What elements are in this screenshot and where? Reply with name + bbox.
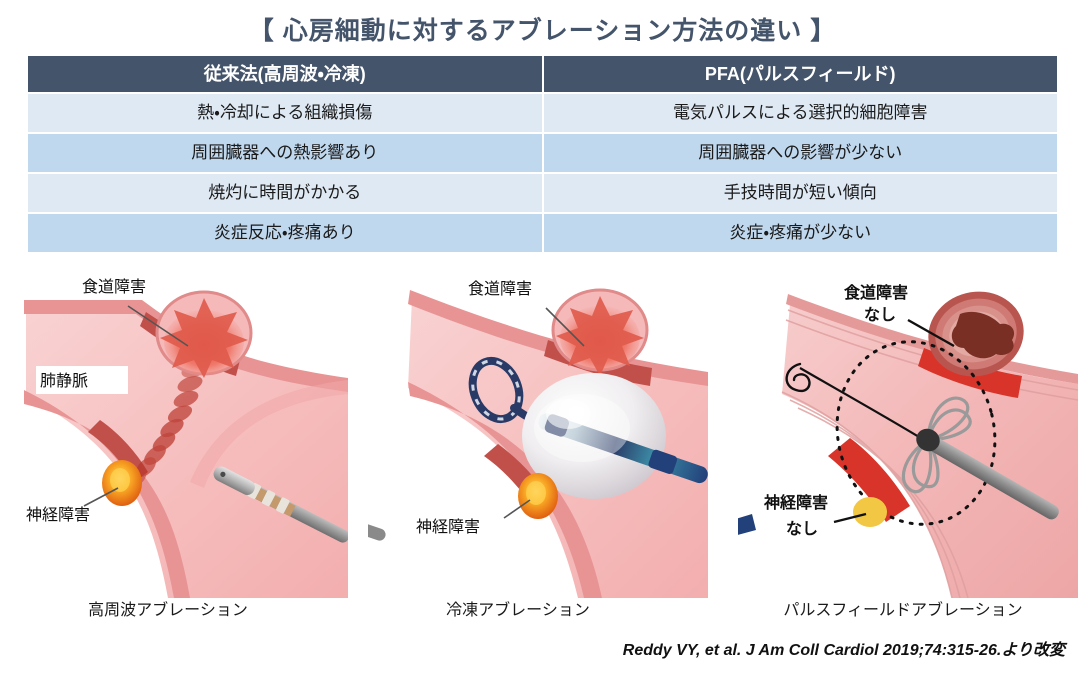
table-row: 周囲臓器への熱影響あり 周囲臓器への影響が少ない <box>28 134 1057 172</box>
panel-radiofrequency-ablation: 食道障害 肺静脈 神経障害 <box>18 268 348 598</box>
leader-line-nerve <box>503 499 531 519</box>
table-cell-conventional-2: 周囲臓器への熱影響あり <box>28 134 542 172</box>
table-cell-pfa-3: 手技時間が短い傾向 <box>543 174 1057 212</box>
table-header-row: 従来法(高周波・冷凍) PFA(パルスフィールド) <box>28 56 1057 92</box>
pfa-lesion-lower <box>828 438 910 522</box>
table-cell-pfa-4: 炎症・疼痛が少ない <box>543 214 1057 252</box>
guidewire <box>799 367 925 441</box>
guidewire-curl <box>785 362 811 393</box>
nerve-injury-spot <box>102 460 142 506</box>
table-cell-pfa-2: 周囲臓器への影響が少ない <box>543 134 1057 172</box>
caption-radiofrequency: 高周波アブレーション <box>88 602 248 619</box>
basket-catheter <box>901 396 1059 520</box>
vein-label-background <box>36 366 128 394</box>
label-esophagus-injury: 食道障害 <box>468 280 532 298</box>
label-esophagus-no-injury-line2: なし <box>864 306 896 324</box>
pulsed-field-boundary <box>835 340 997 526</box>
label-esophagus-injury: 食道障害 <box>82 278 146 296</box>
caption-cryoablation: 冷凍アブレーション <box>446 602 590 619</box>
label-nerve-no-injury-line1: 神経障害 <box>763 493 828 512</box>
table-header-pfa: PFA(パルスフィールド) <box>543 56 1057 92</box>
panel-pulsed-field-ablation: 食道障害 なし 神経障害 なし <box>738 268 1078 598</box>
nerve-injury-spot <box>518 473 558 519</box>
esophagus-cross-section <box>551 288 649 376</box>
panel-cryoablation: 食道障害 神経障害 <box>368 268 708 598</box>
table-row: 熱・冷却による組織損傷 電気パルスによる選択的細胞障害 <box>28 94 1057 132</box>
cryo-illustration: 食道障害 神経障害 <box>368 280 708 598</box>
leader-line-esophagus <box>545 307 585 347</box>
table-row: 炎症反応・疼痛あり 炎症・疼痛が少ない <box>28 214 1057 252</box>
leader-line-nerve <box>833 512 867 524</box>
leader-line-nerve <box>83 487 119 507</box>
leader-line-esophagus <box>907 318 955 348</box>
label-nerve-injury: 神経障害 <box>26 506 90 524</box>
table-header-conventional: 従来法(高周波・冷凍) <box>28 56 542 92</box>
leader-line-esophagus <box>127 305 189 347</box>
illustration-row: 食道障害 肺静脈 神経障害 <box>0 268 1085 598</box>
label-nerve-injury: 神経障害 <box>416 518 480 536</box>
pfa-illustration: 食道障害 なし 神経障害 なし <box>738 283 1078 598</box>
esophagus-cross-section <box>155 290 253 378</box>
nerve-intact-spot <box>853 497 887 527</box>
table-row: 焼灼に時間がかかる 手技時間が短い傾向 <box>28 174 1057 212</box>
rf-catheter <box>213 466 348 543</box>
table-cell-conventional-3: 焼灼に時間がかかる <box>28 174 542 212</box>
table-cell-conventional-4: 炎症反応・疼痛あり <box>28 214 542 252</box>
label-pulmonary-vein: 肺静脈 <box>40 372 88 390</box>
label-nerve-no-injury-line2: なし <box>786 520 818 538</box>
caption-pulsed-field: パルスフィールドアブレーション <box>783 602 1023 619</box>
page-title: 【 心房細動に対するアブレーション方法の違い 】 <box>248 17 837 45</box>
comparison-table: 従来法(高周波・冷凍) PFA(パルスフィールド) 熱・冷却による組織損傷 電気… <box>28 56 1057 252</box>
table-cell-conventional-1: 熱・冷却による組織損傷 <box>28 94 542 132</box>
rf-illustration: 食道障害 肺静脈 神経障害 <box>24 278 348 598</box>
table-cell-pfa-1: 電気パルスによる選択的細胞障害 <box>543 94 1057 132</box>
label-esophagus-no-injury-line1: 食道障害 <box>843 283 908 302</box>
citation-text: Reddy VY, et al. J Am Coll Cardiol 2019;… <box>622 642 1065 659</box>
